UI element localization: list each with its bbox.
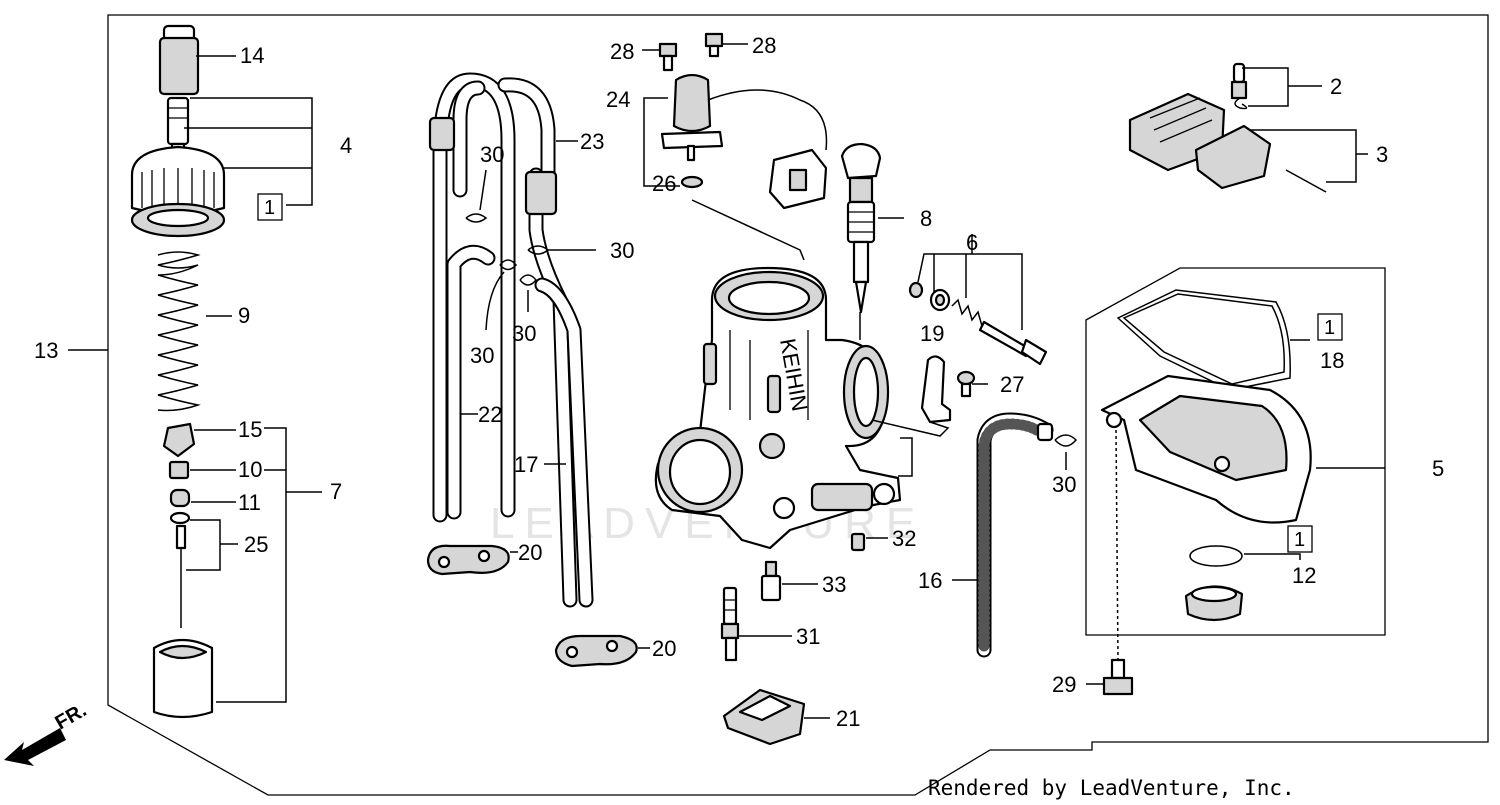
part-17-overflow-hose: [534, 277, 594, 608]
part-21-float-block: [722, 688, 830, 746]
label-7: 7: [330, 479, 342, 504]
label-3: 3: [1376, 142, 1388, 167]
part-16-hose: [952, 412, 1054, 658]
part-19-bracket: [871, 355, 952, 477]
label-9: 9: [238, 303, 250, 328]
svg-text:1: 1: [1294, 529, 1305, 551]
part-5-float-bowl: [1100, 374, 1385, 524]
label-30-d: 30: [512, 321, 536, 346]
label-12: 12: [1292, 563, 1316, 588]
part-30-clips: [465, 169, 1078, 470]
front-direction-label: FR.: [52, 699, 91, 734]
part-33-main-jet: [760, 560, 818, 602]
part-4-top-cap-assembly: [130, 96, 313, 238]
label-11: 11: [238, 490, 261, 515]
label-6: 6: [966, 230, 978, 255]
label-28-b: 28: [752, 33, 776, 58]
label-26: 26: [652, 171, 676, 196]
label-14: 14: [240, 43, 264, 68]
part-31-needle-jet: [720, 586, 792, 662]
float-bowl-box: [1085, 267, 1386, 636]
boxed-ref-1-b: 1: [1317, 313, 1343, 341]
part-3-float: [1128, 92, 1368, 193]
front-direction-arrow: FR.: [4, 699, 90, 766]
credit-text: Rendered by LeadVenture, Inc.: [928, 776, 1295, 800]
label-25: 25: [244, 532, 268, 557]
boxed-ref-1-c: 1: [1287, 525, 1313, 553]
label-15: 15: [238, 417, 262, 442]
label-19: 19: [920, 321, 944, 346]
part-20-gasket-lower: [554, 634, 650, 668]
label-30-a: 30: [480, 142, 504, 167]
boxed-ref-1-a: 1: [257, 193, 283, 221]
label-24: 24: [606, 87, 630, 112]
label-30-e: 30: [1052, 472, 1076, 497]
label-17: 17: [514, 452, 538, 477]
part-18-gasket: [1116, 289, 1310, 391]
part-7-slide: [152, 427, 322, 719]
part-25-jet-needle: [169, 511, 238, 628]
label-16: 16: [918, 568, 942, 593]
part-6-screw-set: [908, 234, 1048, 366]
part-8-idle-adjuster: [840, 142, 904, 340]
part-24-sensor: [643, 73, 828, 210]
label-28-a: 28: [610, 39, 634, 64]
label-18: 18: [1320, 348, 1344, 373]
label-5: 5: [1432, 456, 1444, 481]
label-29: 29: [1052, 672, 1076, 697]
part-27-screw: [956, 370, 988, 398]
part-22-vent-hose: [428, 72, 516, 523]
label-20-a: 20: [518, 540, 542, 565]
label-27: 27: [1000, 372, 1024, 397]
label-22: 22: [478, 402, 502, 427]
label-21: 21: [836, 706, 860, 731]
label-33: 33: [822, 572, 846, 597]
part-2-float-valve: [1230, 62, 1322, 110]
label-4: 4: [340, 133, 352, 158]
part-28-screws: [642, 32, 748, 72]
label-10: 10: [238, 457, 262, 482]
svg-text:1: 1: [264, 197, 275, 219]
part-26-washer: [680, 175, 805, 261]
label-20-b: 20: [652, 636, 676, 661]
svg-text:1: 1: [1324, 317, 1335, 339]
label-30-c: 30: [470, 343, 494, 368]
part-11-clip: [169, 488, 236, 508]
label-32: 32: [892, 526, 916, 551]
label-23: 23: [580, 129, 604, 154]
part-32-jet: [850, 532, 888, 552]
part-14-cap: [158, 24, 236, 96]
part-9-spring: [157, 251, 232, 412]
part-20-gasket-upper: [426, 544, 518, 576]
label-13: 13: [34, 338, 58, 363]
part-12-oring-and-plug: [1184, 545, 1301, 622]
label-31: 31: [796, 624, 820, 649]
part-15-needle-holder: [162, 422, 236, 458]
label-2: 2: [1330, 74, 1342, 99]
part-10-spring: [168, 460, 236, 480]
assembly-outline: [107, 14, 1489, 796]
carburetor-body: KEIHIN: [654, 266, 902, 550]
label-8: 8: [920, 206, 932, 231]
part-29-bolt: [1086, 429, 1134, 696]
label-30-b: 30: [610, 238, 634, 263]
